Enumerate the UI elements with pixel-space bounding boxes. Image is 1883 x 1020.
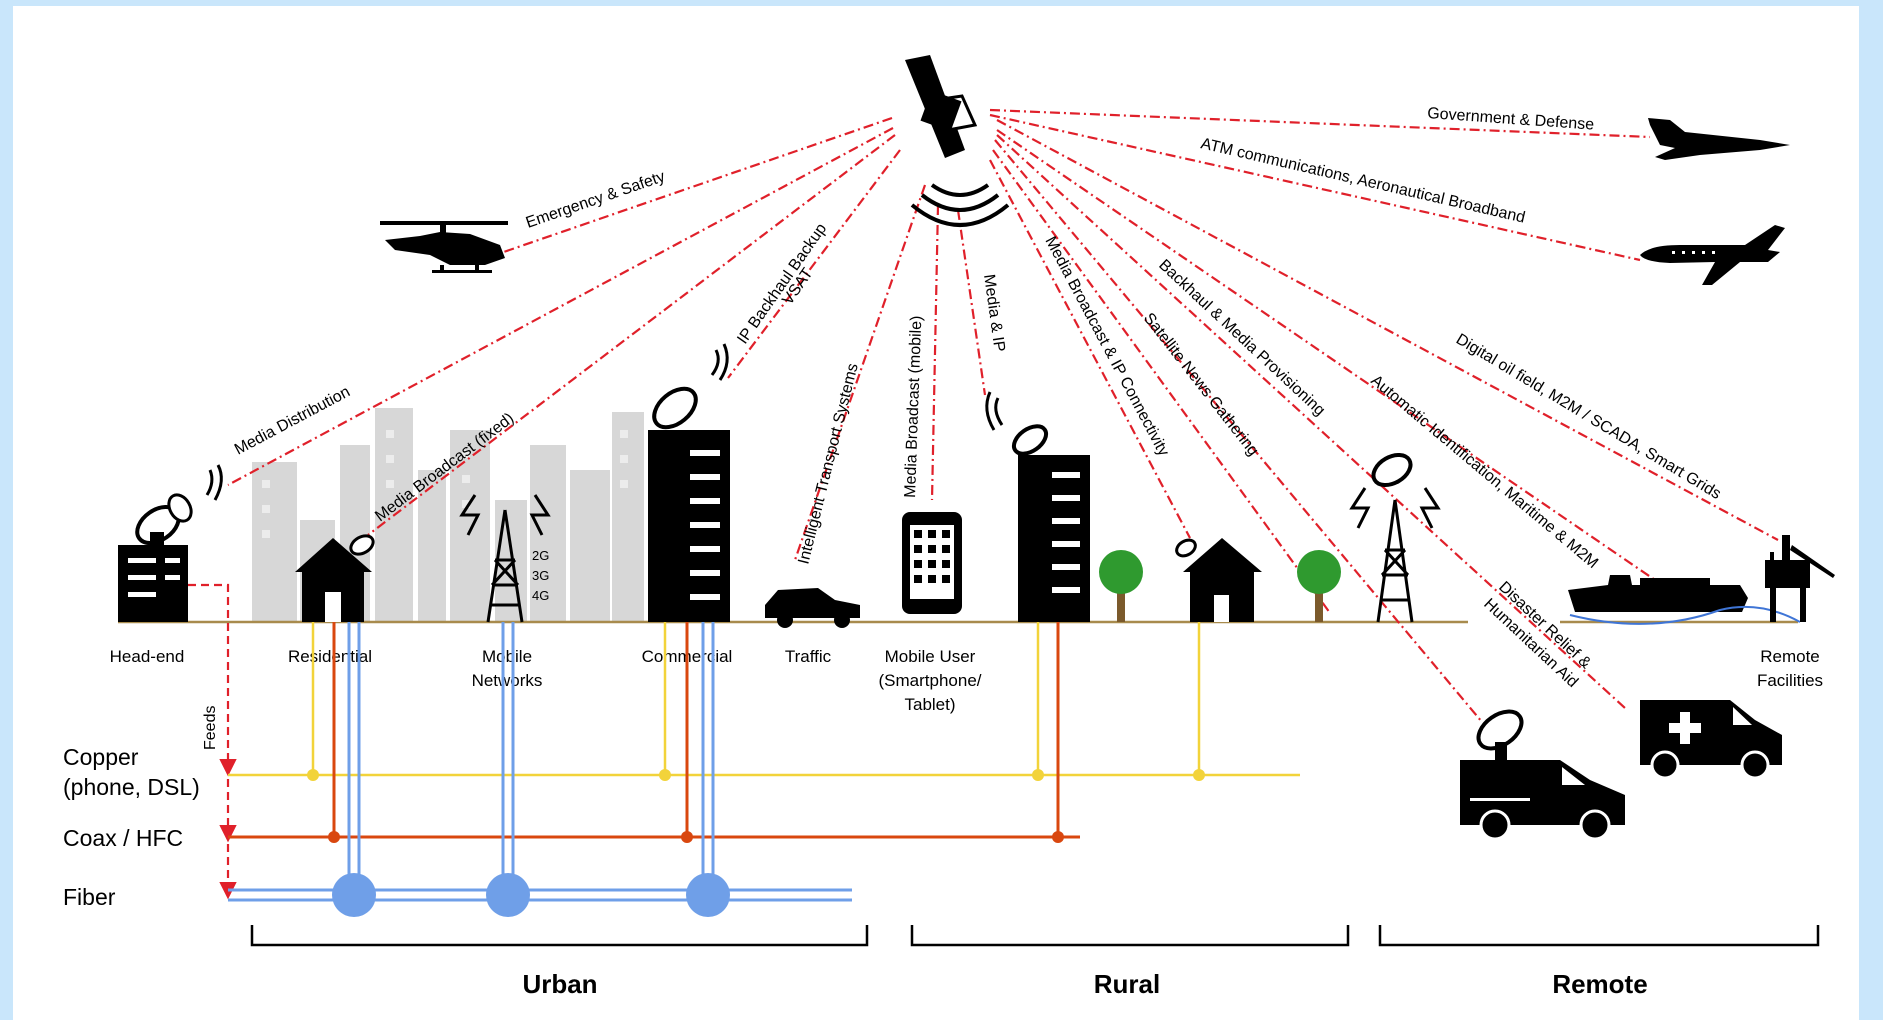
label-copper-1: Copper xyxy=(63,744,139,770)
satellite-dish-icon xyxy=(135,464,223,546)
label-mobile-user-1: Mobile User xyxy=(885,647,976,666)
beam-label-media-ip: Media & IP xyxy=(980,273,1008,353)
label-mobile-networks-1: Mobile xyxy=(482,647,532,666)
smartphone-icon xyxy=(902,512,962,614)
satellite-dish-icon xyxy=(652,343,729,430)
label-mobile-user-3: Tablet) xyxy=(904,695,955,714)
car-icon xyxy=(765,588,860,628)
zone-remote: Remote xyxy=(1552,969,1647,999)
satellite-dish-icon xyxy=(1476,709,1524,760)
label-mobile-networks-2: Networks xyxy=(472,671,543,690)
satellite-dish-icon xyxy=(349,534,375,556)
beam-label-media-broadcast-ip: Media Broadcast & IP Connectivity xyxy=(1041,234,1172,459)
frame-border-top xyxy=(0,0,1883,6)
cell-tower-icon xyxy=(1349,487,1441,623)
building-icon xyxy=(118,545,188,622)
frame-border-left xyxy=(0,0,13,1020)
tower-gen-4g: 4G xyxy=(532,588,549,603)
tower-gen-3g: 3G xyxy=(532,568,549,583)
beam-label-media-broadcast-mobile: Media Broadcast (mobile) xyxy=(902,315,925,498)
tree-icon xyxy=(1099,550,1143,622)
frame-border-right xyxy=(1859,0,1883,1020)
label-remote-facilities-2: Facilities xyxy=(1757,671,1823,690)
label-fiber: Fiber xyxy=(63,884,116,910)
building-icon xyxy=(1018,455,1090,622)
label-coax: Coax / HFC xyxy=(63,825,183,851)
beam-label-ip-backhaul: IP Backhaul Backup xyxy=(734,220,830,347)
label-head-end: Head-end xyxy=(110,647,185,666)
beam-label-atm: ATM communications, Aeronautical Broadba… xyxy=(1199,135,1527,226)
building-icon xyxy=(648,430,730,622)
cell-tower-icon xyxy=(459,494,551,623)
ship-icon xyxy=(1568,575,1748,612)
copper-network xyxy=(228,622,1300,781)
tree-icon xyxy=(1297,550,1341,622)
satellite-icon xyxy=(905,55,1010,227)
label-remote-facilities-1: Remote xyxy=(1760,647,1820,666)
tower-gen-2g: 2G xyxy=(532,548,549,563)
house-icon xyxy=(295,538,372,622)
label-traffic: Traffic xyxy=(785,647,832,666)
feeds-line xyxy=(188,583,230,895)
beam-label-its: Intelligent Transport Systems xyxy=(795,362,861,566)
oil-platform-icon xyxy=(1765,535,1835,622)
zone-urban: Urban xyxy=(522,969,597,999)
house-icon xyxy=(1183,538,1262,622)
news-van-icon xyxy=(1460,760,1625,841)
zone-brackets xyxy=(250,925,1820,947)
coax-network xyxy=(228,622,1080,843)
beam-label-media-distribution: Media Distribution xyxy=(232,383,353,458)
airliner-icon xyxy=(1640,225,1785,285)
satellite-beams xyxy=(227,108,1779,723)
feeds-label: Feeds xyxy=(202,706,219,750)
label-copper-2: (phone, DSL) xyxy=(63,774,200,800)
satellite-dish-icon xyxy=(985,391,1049,456)
fighter-jet-icon xyxy=(1648,118,1790,160)
ambulance-icon xyxy=(1640,700,1782,780)
satellite-dish-icon xyxy=(1175,538,1197,558)
satellite-dish-icon xyxy=(1371,452,1413,488)
zone-rural: Rural xyxy=(1094,969,1160,999)
fiber-network xyxy=(228,622,852,917)
helicopter-icon xyxy=(380,221,508,273)
label-mobile-user-2: (Smartphone/ xyxy=(879,671,982,690)
label-residential: Residential xyxy=(288,647,372,666)
beam-label-emergency: Emergency & Safety xyxy=(524,168,667,232)
